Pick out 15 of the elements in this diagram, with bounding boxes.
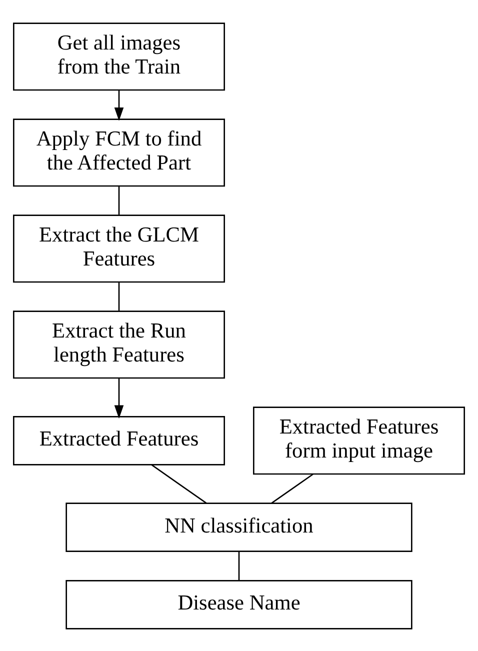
connector [271,473,314,504]
connector [118,282,120,310]
node-box: Disease Name [66,580,412,629]
connector [238,550,240,580]
node-box: Get all images from the Train [13,22,225,90]
node-box: NN classification [66,502,412,552]
node-box: Apply FCM to find the Affected Part [13,118,225,186]
node-box: Extract the GLCM Features [13,214,225,282]
arrow [114,378,124,418]
connector [151,464,207,504]
node-box: Extracted Features [13,416,225,465]
node-box: Extract the Run length Features [13,310,225,378]
arrow [114,90,124,120]
connector [118,186,120,214]
node-box: Extracted Features form input image [253,406,465,474]
